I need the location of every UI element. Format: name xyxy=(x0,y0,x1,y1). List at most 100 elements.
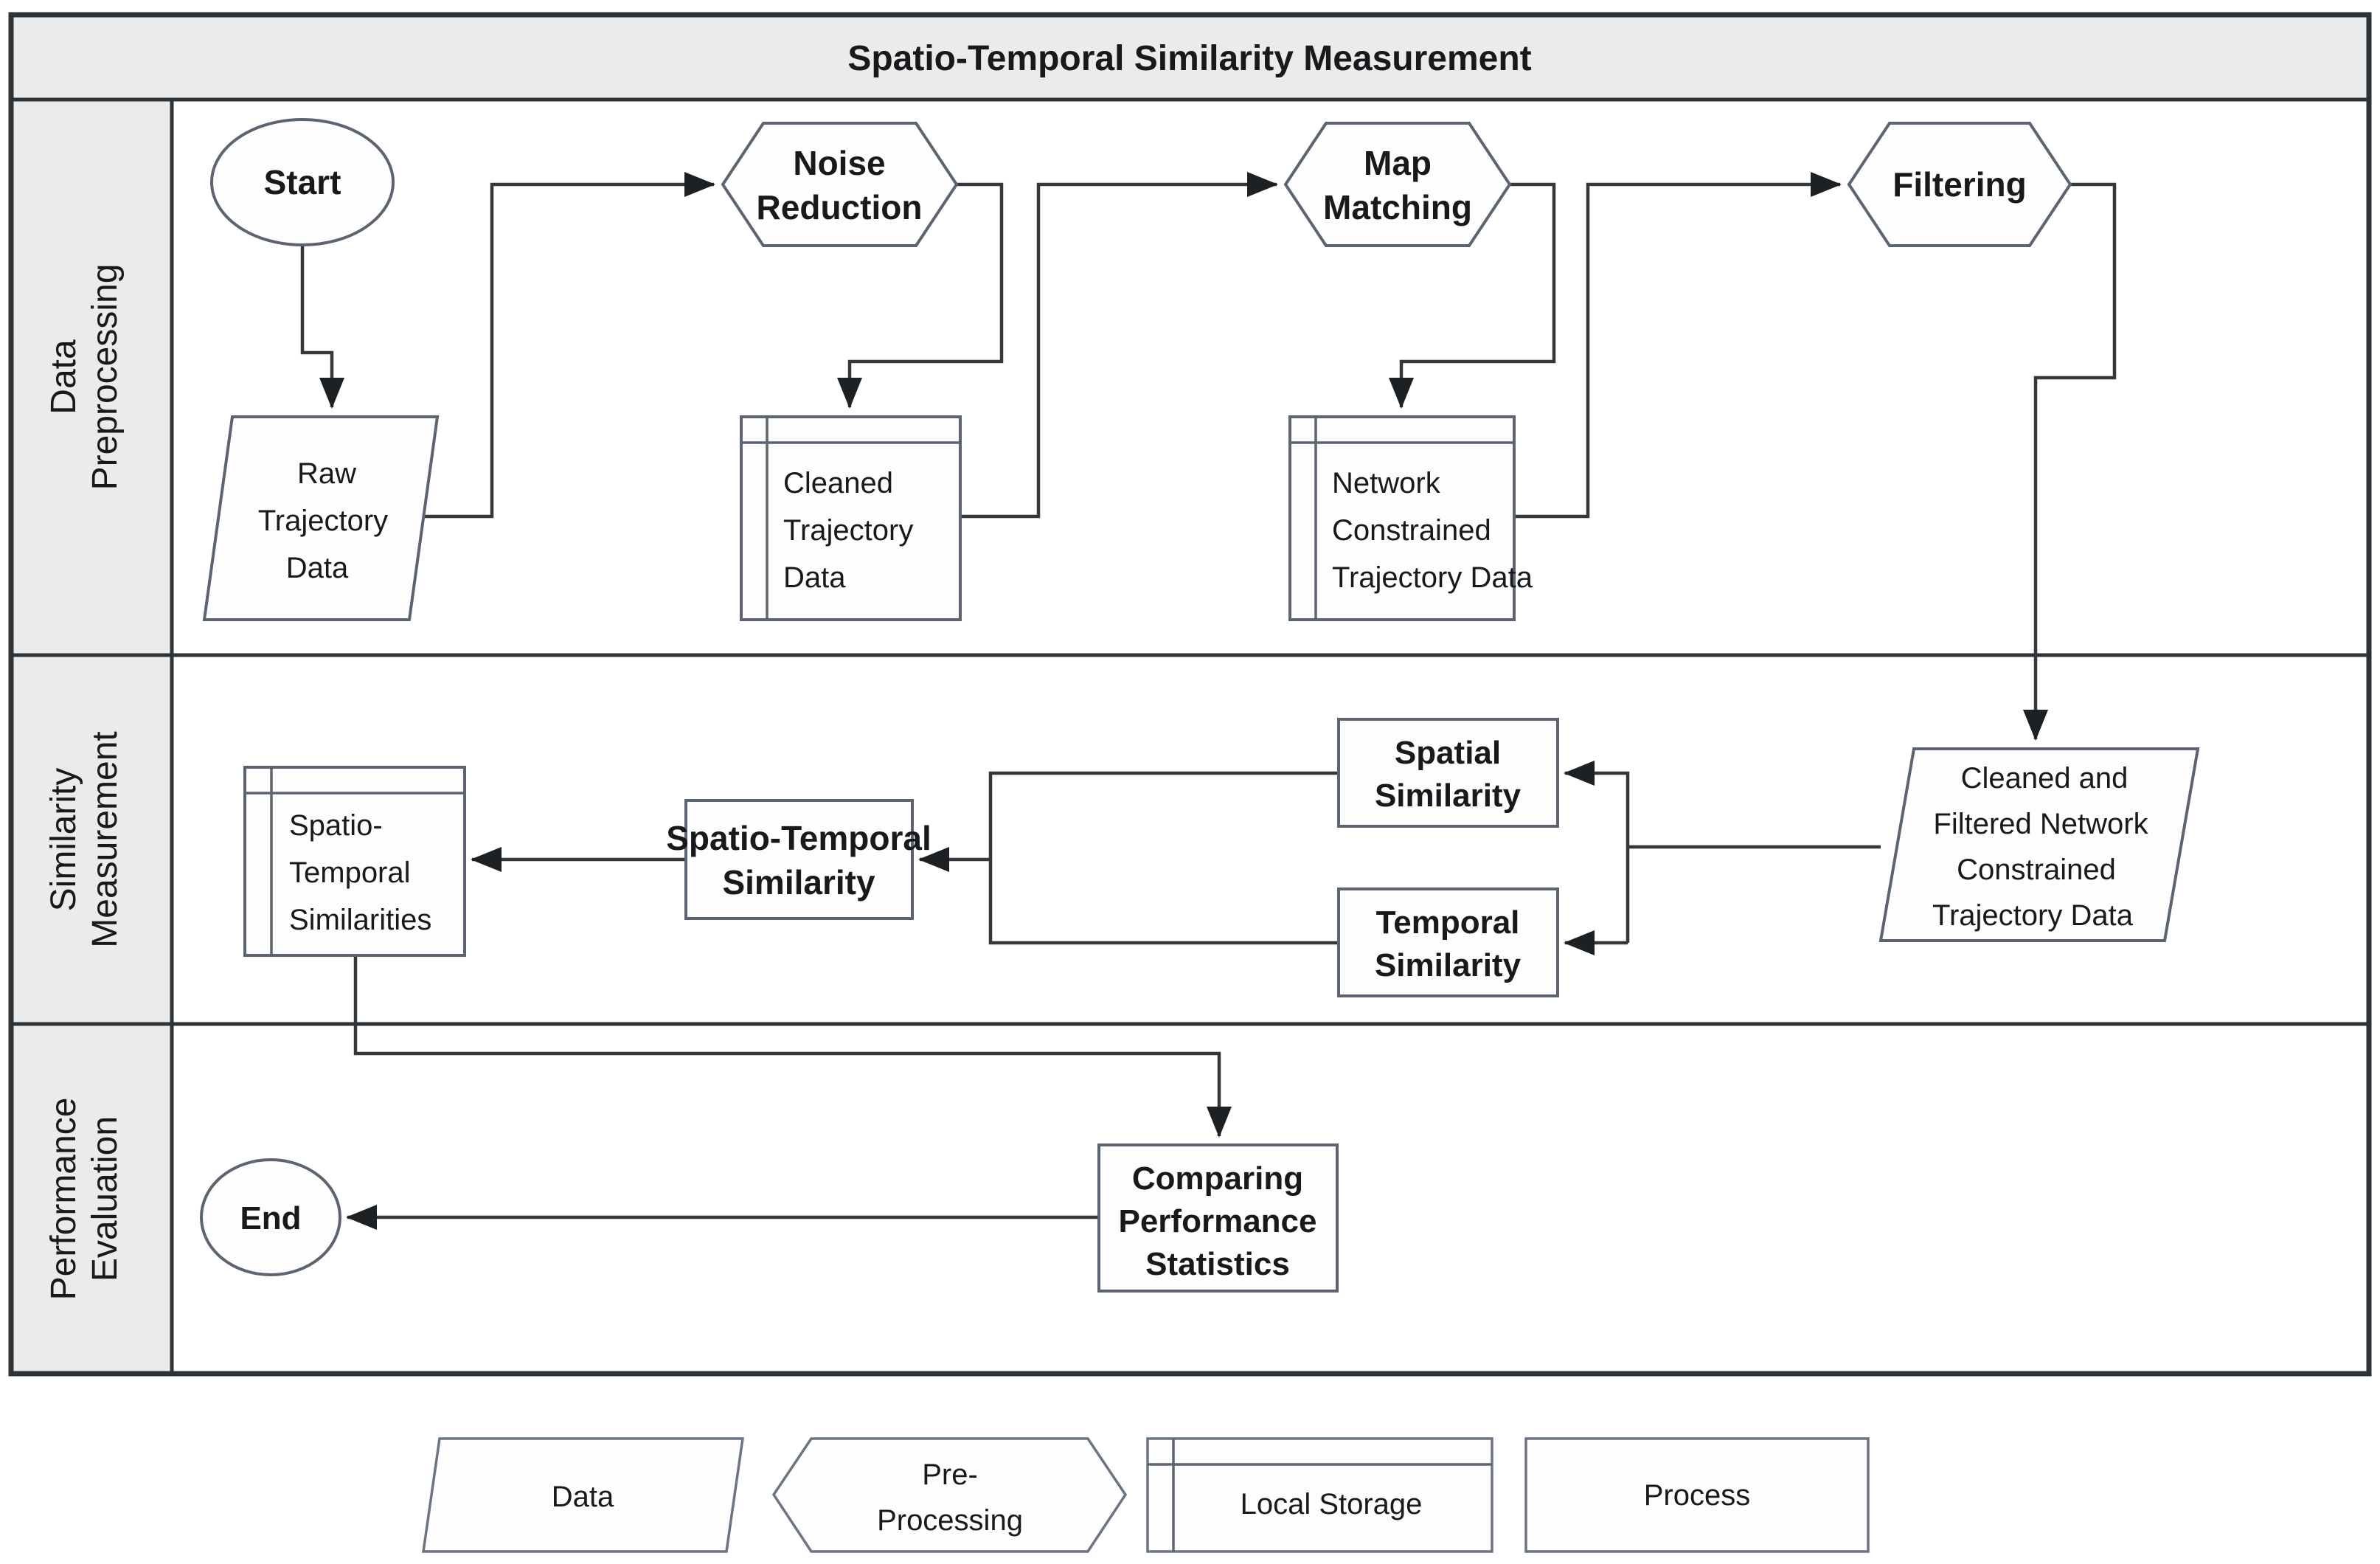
spatio-temporal-similarity-box xyxy=(684,799,914,920)
node-noise-reduction: Noise Reduction xyxy=(721,122,959,247)
legend-data-parallelogram xyxy=(421,1437,745,1553)
svg-text:Similarities: Similarities xyxy=(289,904,431,936)
node-filtering: Filtering xyxy=(1847,122,2072,247)
arrow-filtering-to-cleaned-filtered xyxy=(2023,182,2117,741)
svg-text:Data: Data xyxy=(44,339,83,415)
lane-label-similarity-measurement: Similarity Measurement xyxy=(44,731,125,947)
arrow-cleaned-to-map-matching xyxy=(960,172,1278,519)
svg-text:Data: Data xyxy=(783,561,846,594)
svg-text:Pre-: Pre- xyxy=(922,1459,978,1491)
svg-text:Filtering: Filtering xyxy=(1892,165,2026,204)
network-data-storage xyxy=(1288,415,1516,621)
lane-label-cell-performance-evaluation xyxy=(11,1024,172,1374)
svg-text:Network: Network xyxy=(1332,467,1441,499)
arrow-similarities-to-comparing xyxy=(353,955,1232,1138)
arrow-network-to-filtering xyxy=(1514,172,1842,519)
lane-label-cell-data-preprocessing xyxy=(11,100,172,655)
arrow-noise-reduction-to-cleaned xyxy=(837,182,1004,409)
svg-text:Statistics: Statistics xyxy=(1145,1246,1290,1282)
raw-data-parallelogram xyxy=(202,415,440,621)
svg-text:Trajectory: Trajectory xyxy=(783,514,913,547)
svg-text:Cleaned and: Cleaned and xyxy=(1961,762,2129,795)
node-comparing-performance: Comparing Performance Statistics xyxy=(1097,1143,1339,1293)
svg-text:Performance: Performance xyxy=(1118,1203,1316,1239)
svg-text:Matching: Matching xyxy=(1323,188,1472,226)
connectors xyxy=(300,172,2117,1230)
svg-text:Evaluation: Evaluation xyxy=(86,1116,125,1281)
node-end: End xyxy=(200,1158,341,1276)
svg-text:Constrained: Constrained xyxy=(1332,514,1491,547)
legend-process-rect xyxy=(1524,1437,1870,1553)
node-cleaned-trajectory-data: Cleaned Trajectory Data xyxy=(740,415,962,621)
node-spatio-temporal-similarities: Spatio- Temporal Similarities xyxy=(243,766,466,957)
svg-text:Similarity: Similarity xyxy=(1375,778,1522,814)
svg-text:Performance: Performance xyxy=(44,1098,83,1301)
node-spatio-temporal-similarity: Spatio-Temporal Similarity xyxy=(666,799,931,920)
svg-text:Similarity: Similarity xyxy=(1375,947,1522,983)
title-band xyxy=(11,15,2369,100)
node-network-constrained-data: Network Constrained Trajectory Data xyxy=(1288,415,1533,621)
similarities-storage xyxy=(243,766,466,957)
svg-text:Spatial: Spatial xyxy=(1395,735,1501,771)
legend: Data Pre- Processing Local Storage Proce… xyxy=(421,1437,1870,1553)
svg-text:Trajectory: Trajectory xyxy=(258,505,388,537)
node-start: Start xyxy=(210,118,395,246)
svg-text:Data: Data xyxy=(286,552,349,584)
node-map-matching: Map Matching xyxy=(1283,122,1512,247)
legend-preprocessing: Pre- Processing xyxy=(771,1437,1128,1553)
svg-text:End: End xyxy=(240,1200,301,1236)
end-ellipse xyxy=(200,1158,341,1276)
legend-data: Data xyxy=(421,1437,745,1553)
start-ellipse xyxy=(210,118,395,246)
outer-border xyxy=(8,12,2372,1377)
spatial-similarity-box xyxy=(1337,718,1559,828)
svg-text:Similarity: Similarity xyxy=(722,863,875,902)
cleaned-data-storage xyxy=(740,415,962,621)
legend-preprocessing-hexagon xyxy=(771,1437,1128,1553)
svg-text:Noise: Noise xyxy=(793,144,885,182)
svg-text:Comparing: Comparing xyxy=(1132,1160,1303,1197)
svg-text:Temporal: Temporal xyxy=(1376,904,1520,941)
node-temporal-similarity: Temporal Similarity xyxy=(1337,887,1559,997)
arrow-raw-to-noise-reduction xyxy=(423,172,715,519)
filtering-hexagon xyxy=(1847,122,2072,247)
arrow-junction-to-spatial xyxy=(1564,761,1630,943)
svg-text:Trajectory Data: Trajectory Data xyxy=(1932,899,2134,932)
legend-local-storage: Local Storage xyxy=(1146,1437,1493,1553)
svg-text:Start: Start xyxy=(264,163,341,201)
svg-text:Process: Process xyxy=(1644,1479,1751,1512)
legend-local-storage-shape xyxy=(1146,1437,1493,1553)
arrow-map-matching-to-network xyxy=(1389,182,1556,409)
svg-text:Map: Map xyxy=(1364,144,1432,182)
lane-label-data-preprocessing: Data Preprocessing xyxy=(44,264,125,491)
svg-text:Data: Data xyxy=(552,1481,614,1513)
svg-text:Trajectory Data: Trajectory Data xyxy=(1332,561,1533,594)
svg-text:Cleaned: Cleaned xyxy=(783,467,893,499)
map-matching-hexagon xyxy=(1283,122,1512,247)
lane-label-performance-evaluation: Performance Evaluation xyxy=(44,1098,125,1301)
svg-text:Spatio-: Spatio- xyxy=(289,809,383,842)
node-cleaned-filtered-data: Cleaned and Filtered Network Constrained… xyxy=(1878,747,2200,942)
arrow-start-to-raw xyxy=(300,245,344,409)
cleaned-filtered-parallelogram xyxy=(1878,747,2200,942)
temporal-similarity-box xyxy=(1337,887,1559,997)
legend-process: Process xyxy=(1524,1437,1870,1553)
svg-text:Similarity: Similarity xyxy=(44,768,83,912)
svg-text:Spatio-Temporal: Spatio-Temporal xyxy=(666,819,931,857)
svg-text:Reduction: Reduction xyxy=(757,188,923,226)
svg-text:Local Storage: Local Storage xyxy=(1241,1488,1423,1520)
svg-text:Temporal: Temporal xyxy=(289,857,411,889)
svg-text:Preprocessing: Preprocessing xyxy=(86,264,125,491)
comparing-performance-box xyxy=(1097,1143,1339,1293)
diagram-title: Spatio-Temporal Similarity Measurement xyxy=(847,39,1531,78)
svg-text:Raw: Raw xyxy=(297,457,356,490)
lane-label-cell-similarity-measurement xyxy=(11,655,172,1024)
noise-reduction-hexagon xyxy=(721,122,959,247)
node-spatial-similarity: Spatial Similarity xyxy=(1337,718,1559,828)
svg-text:Filtered Network: Filtered Network xyxy=(1933,808,2148,840)
line-temporal-to-merge xyxy=(988,859,1339,945)
svg-text:Measurement: Measurement xyxy=(86,731,125,947)
node-raw-trajectory-data: Raw Trajectory Data xyxy=(202,415,440,621)
